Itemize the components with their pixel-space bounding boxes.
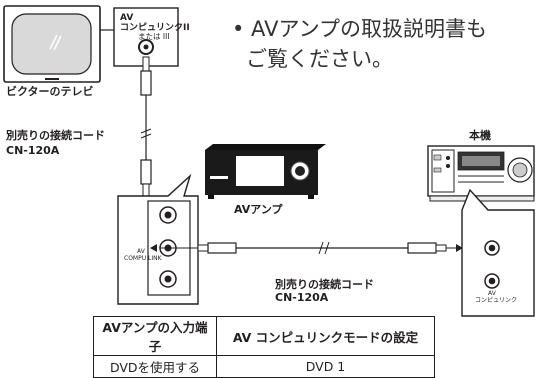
table-header-cell: AVアンプの入力端子 xyxy=(93,316,217,356)
tv-port-or-label: または III xyxy=(138,32,170,41)
table-row: DVDを使用する DVD 1 xyxy=(93,355,435,378)
main-unit-port-compulink-label: コンピュリンク xyxy=(475,297,518,304)
tv-port-av-label: AV xyxy=(120,13,134,23)
note-line-1: • AVアンプの取扱説明書も xyxy=(232,17,487,41)
main-unit-label: 本機 xyxy=(469,129,491,142)
table-header-row: AVアンプの入力端子 AV コンピュリンクモードの設定 xyxy=(93,316,435,356)
table-cell: DVD 1 xyxy=(216,355,435,378)
av-amp-port-compulink-label: COMPU LINK xyxy=(124,255,162,262)
cord-bottom xyxy=(160,241,463,255)
tv-illustration xyxy=(3,5,114,83)
main-unit-illustration xyxy=(427,145,535,202)
instruction-note: • AVアンプの取扱説明書も ご覧ください。 xyxy=(232,14,487,74)
main-unit-port-av-label: AV xyxy=(488,290,496,297)
av-amp-illustration xyxy=(205,144,326,199)
cord-top-label-2: CN-120A xyxy=(6,144,60,157)
av-amp-port-av-label: AV xyxy=(137,248,145,255)
main-unit-jacks xyxy=(484,240,500,289)
cord-bottom-label-2: CN-120A xyxy=(275,291,329,304)
tv-compulink-jack xyxy=(138,39,154,55)
cord-bottom-label-1: 別売りの接続コード xyxy=(275,278,374,291)
main-unit-port-panel xyxy=(461,188,535,317)
note-line-2: ご覧ください。 xyxy=(246,47,393,71)
av-amp-port-panel xyxy=(117,173,199,305)
table-header-cell: AV コンピュリンクモードの設定 xyxy=(216,316,435,356)
tv-caption: ビクターのテレビ xyxy=(6,85,94,98)
table-cell: DVDを使用する xyxy=(93,355,217,378)
tv-port-compulink-label: コンピュリンクII xyxy=(120,23,190,33)
cord-top-label-1: 別売りの接続コード xyxy=(6,129,105,142)
cord-top xyxy=(140,56,165,216)
av-amp-label: AVアンプ xyxy=(234,203,283,216)
input-mode-table: AVアンプの入力端子 AV コンピュリンクモードの設定 DVDを使用する DVD… xyxy=(93,316,435,378)
